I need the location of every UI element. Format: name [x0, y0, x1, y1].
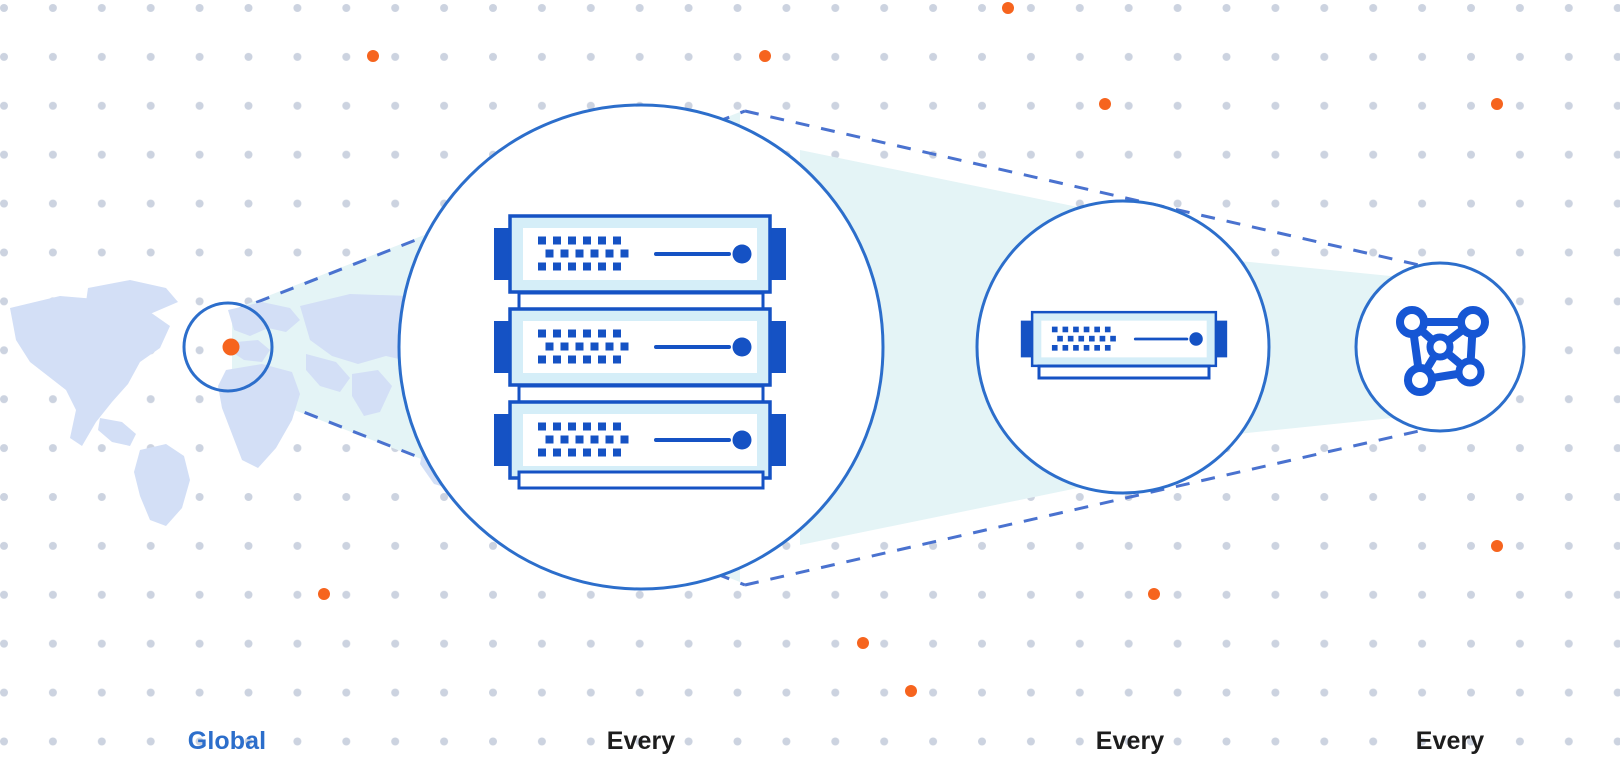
label-service: Every service	[1350, 668, 1550, 782]
server-unit-3	[492, 400, 788, 480]
server-rack-icon	[492, 214, 788, 490]
label-server-line1: Every	[1095, 727, 1165, 755]
label-service-line1: Every	[1415, 727, 1485, 755]
server-unit-single	[1019, 310, 1229, 368]
server-unit-2	[492, 307, 788, 387]
stage-data-center[interactable]	[397, 103, 885, 591]
accent-dots	[318, 2, 1503, 697]
stage-global-network[interactable]	[10, 280, 516, 526]
label-data-center-line1: Every	[606, 727, 676, 755]
dash-bot-mid	[744, 426, 1433, 587]
label-global-network-line1: Global	[187, 727, 267, 755]
single-server-icon	[1019, 310, 1229, 380]
label-global-network: Global network	[127, 668, 327, 782]
dash-bot-left	[231, 382, 746, 587]
stage-service[interactable]	[1354, 261, 1526, 433]
server-unit-1	[492, 214, 788, 294]
label-server: Every server	[1030, 668, 1230, 782]
network-graph-icon	[1396, 306, 1489, 396]
stage-server[interactable]	[975, 199, 1271, 495]
dash-top-left	[231, 109, 746, 314]
global-network-marker-dot	[222, 338, 240, 356]
global-network-highlight-circle	[182, 301, 274, 393]
label-data-center: Every data center	[511, 668, 771, 782]
dash-top-mid	[744, 109, 1433, 270]
